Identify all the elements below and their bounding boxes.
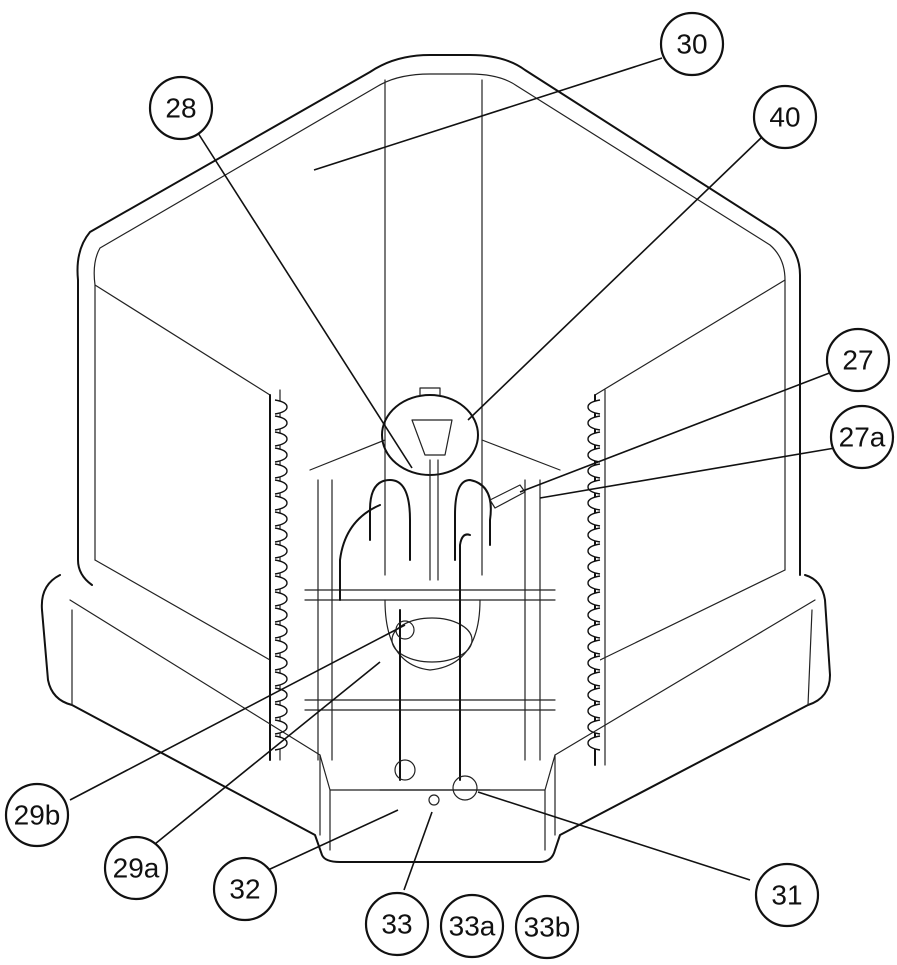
coil-hairpin xyxy=(274,607,288,623)
callout-label: 31 xyxy=(771,880,802,911)
coil-hairpin xyxy=(587,559,601,575)
coil-hairpin xyxy=(587,655,601,671)
callout-30: 30 xyxy=(659,11,725,77)
callout-27: 27 xyxy=(825,327,891,393)
compressor-assembly xyxy=(304,387,556,806)
coil-hairpin xyxy=(587,463,601,479)
callout-label: 27 xyxy=(842,345,873,376)
leader-lines xyxy=(69,57,836,891)
callout-29a: 29a xyxy=(103,835,169,901)
callout-28: 28 xyxy=(148,75,214,141)
coil-hairpin xyxy=(587,415,601,431)
callout-31: 31 xyxy=(754,862,820,928)
coil-hairpin xyxy=(274,655,288,671)
coil-hairpin xyxy=(587,543,601,559)
coil-hairpin xyxy=(274,511,288,527)
coil-hairpin xyxy=(274,479,288,495)
coil-hairpin xyxy=(274,431,288,447)
callout-27a: 27a xyxy=(829,404,895,470)
callout-label: 40 xyxy=(769,102,800,133)
coil-hairpin xyxy=(587,527,601,543)
coil-hairpin xyxy=(587,623,601,639)
coil-hairpin xyxy=(274,527,288,543)
callout-33a: 33a xyxy=(439,893,505,959)
coil-hairpin xyxy=(274,623,288,639)
callout-33b: 33b xyxy=(514,894,580,960)
coil-hairpin xyxy=(274,495,288,511)
callout-label: 33a xyxy=(449,911,496,942)
coil-hairpin xyxy=(274,463,288,479)
coil-hairpin xyxy=(587,639,601,655)
coil-hairpin xyxy=(274,447,288,463)
coil-hairpin xyxy=(587,671,601,687)
coil-hairpin xyxy=(274,559,288,575)
callout-label: 29a xyxy=(113,853,160,884)
callout-label: 30 xyxy=(676,29,707,60)
coil-hairpin xyxy=(587,479,601,495)
coil-hairpin xyxy=(274,575,288,591)
coil-hairpin xyxy=(587,511,601,527)
coil-hairpin xyxy=(274,415,288,431)
coil-hairpin xyxy=(587,607,601,623)
callout-label: 33b xyxy=(524,912,571,943)
coil-hairpin xyxy=(587,575,601,591)
callout-label: 29b xyxy=(14,800,61,831)
cabinet-coil-wrap xyxy=(76,54,801,766)
coil-hairpin xyxy=(274,719,288,735)
coil-hairpin xyxy=(587,495,601,511)
coil-hairpin xyxy=(587,687,601,703)
coil-hairpin xyxy=(587,735,601,751)
callout-40: 40 xyxy=(752,84,818,150)
coil-hairpin xyxy=(274,703,288,719)
callout-label: 28 xyxy=(165,93,196,124)
callout-33: 33 xyxy=(364,891,430,957)
left-coil-tubes xyxy=(274,399,288,751)
callout-label: 32 xyxy=(229,874,260,905)
coil-hairpin xyxy=(274,591,288,607)
callout-32: 32 xyxy=(212,856,278,922)
coil-hairpin xyxy=(274,399,288,415)
coil-hairpin xyxy=(274,543,288,559)
callout-29b: 29b xyxy=(4,782,70,848)
callout-label: 33 xyxy=(381,909,412,940)
coil-hairpin xyxy=(587,591,601,607)
coil-hairpin xyxy=(587,431,601,447)
coil-hairpin xyxy=(274,639,288,655)
callout-label: 27a xyxy=(839,422,886,453)
coil-hairpin xyxy=(274,671,288,687)
coil-hairpin xyxy=(587,447,601,463)
coil-hairpin xyxy=(587,399,601,415)
coil-hairpin xyxy=(587,703,601,719)
